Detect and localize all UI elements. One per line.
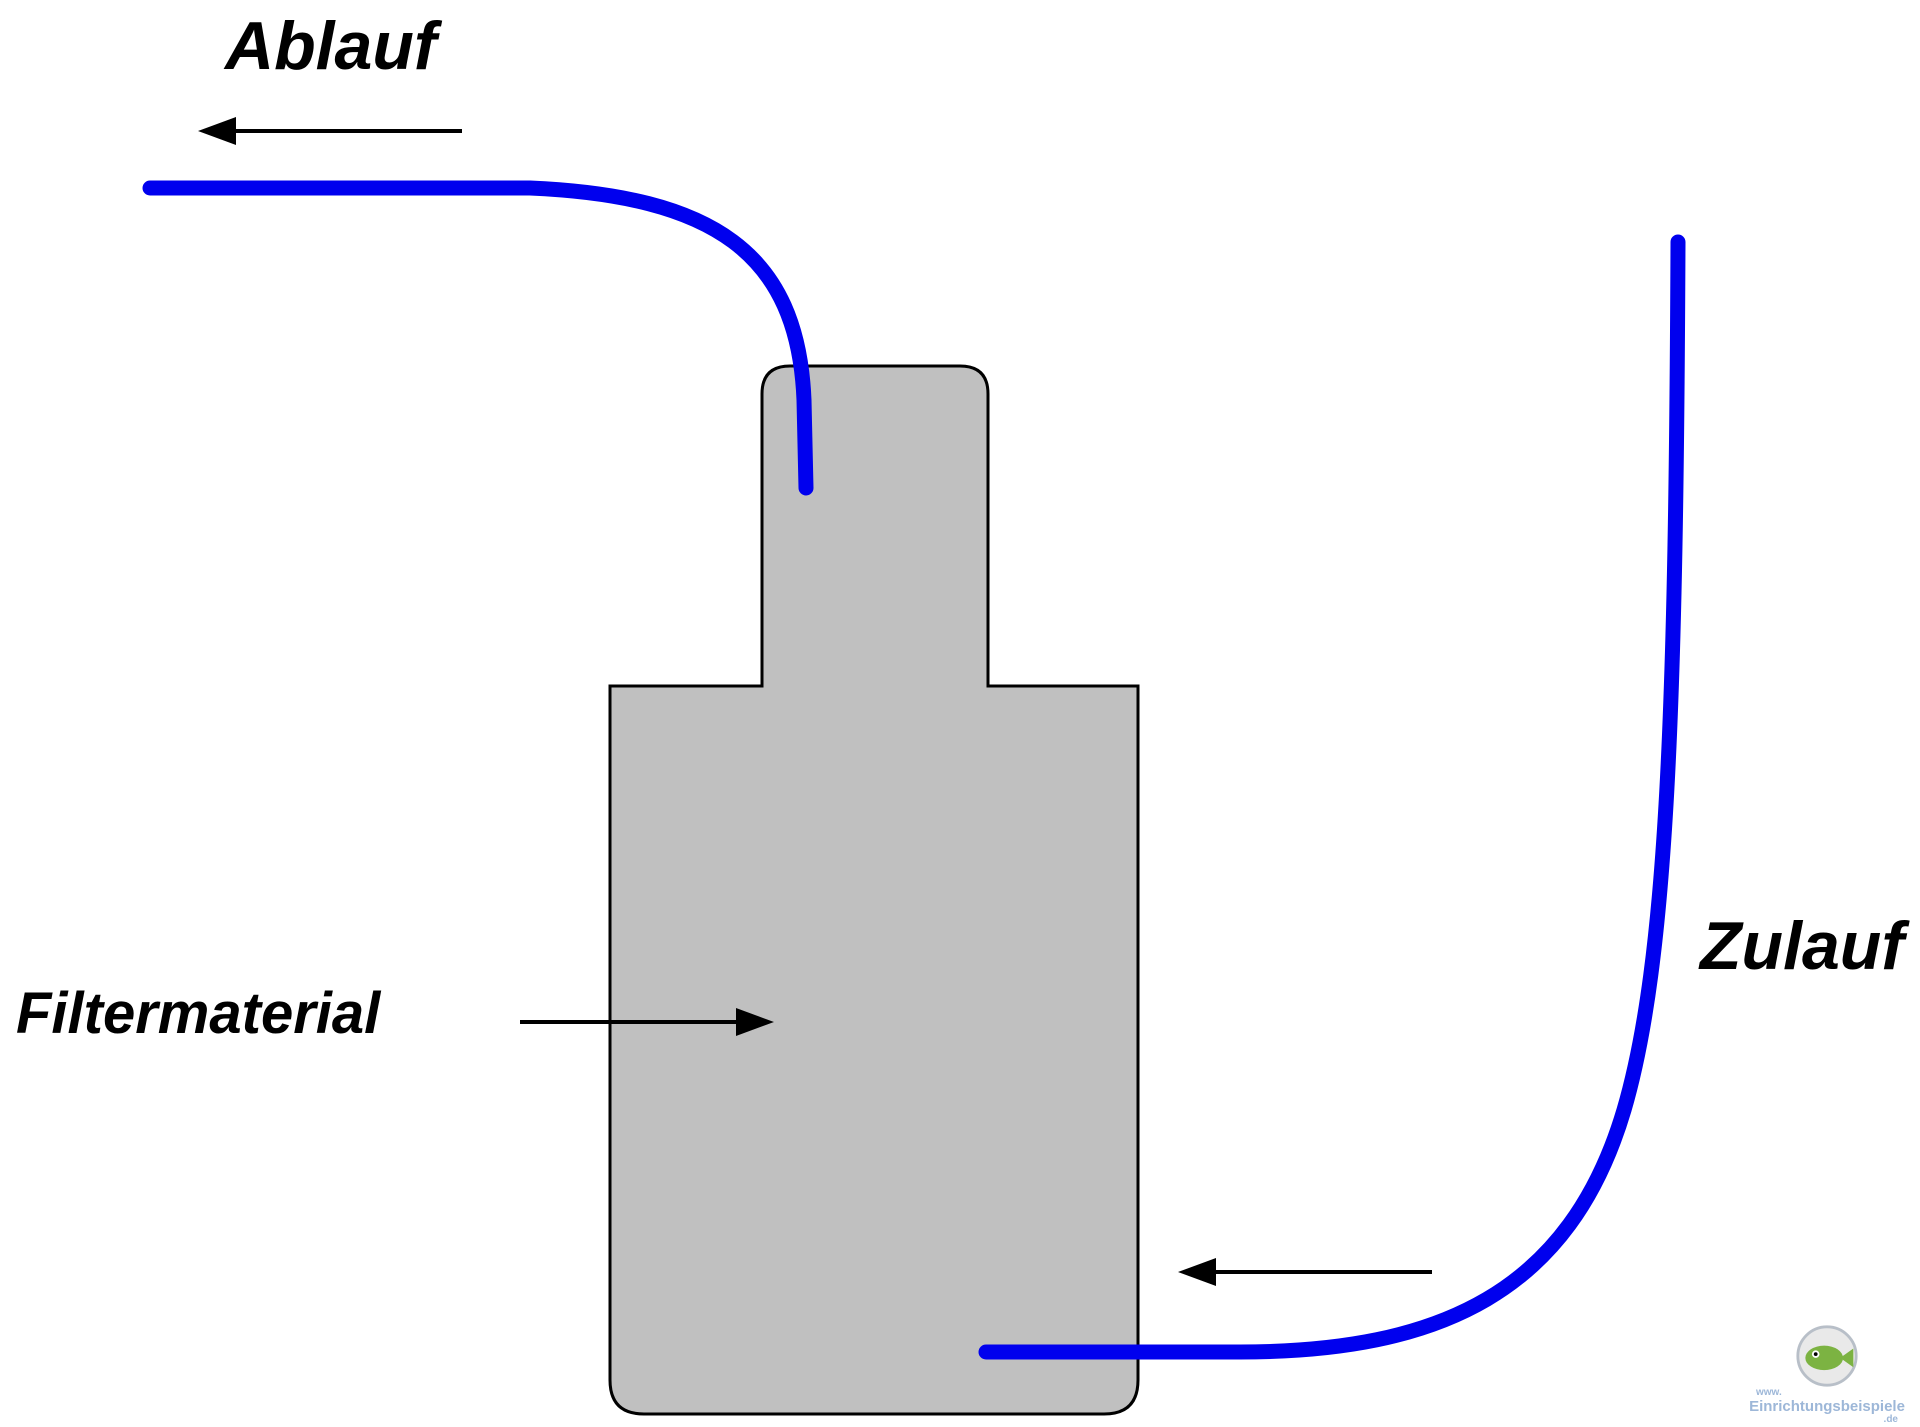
outflow-tube: [142, 180, 814, 496]
inflow-label: Zulauf: [1700, 908, 1904, 984]
inflow-arrow: [1178, 1258, 1432, 1286]
filter-material-label: Filtermaterial: [16, 981, 381, 1046]
watermark: www. Einrichtungsbeispiele .de: [1742, 1324, 1912, 1425]
watermark-fish-icon: [1796, 1325, 1858, 1387]
inflow-tube: [978, 234, 1686, 1360]
outflow-arrowhead-icon: [198, 117, 236, 145]
filter-body-shape: [608, 364, 1140, 1416]
outflow-arrow: [198, 117, 462, 145]
inflow-arrowhead-icon: [1178, 1258, 1216, 1286]
watermark-name: Einrichtungsbeispiele: [1749, 1397, 1905, 1415]
watermark-tld: .de: [1883, 1413, 1898, 1425]
outflow-label: Ablauf: [225, 8, 437, 84]
filter-material-arrow: [520, 1008, 774, 1036]
watermark-www: www.: [1756, 1387, 1782, 1399]
filter-material-arrowhead-icon: [736, 1008, 774, 1036]
